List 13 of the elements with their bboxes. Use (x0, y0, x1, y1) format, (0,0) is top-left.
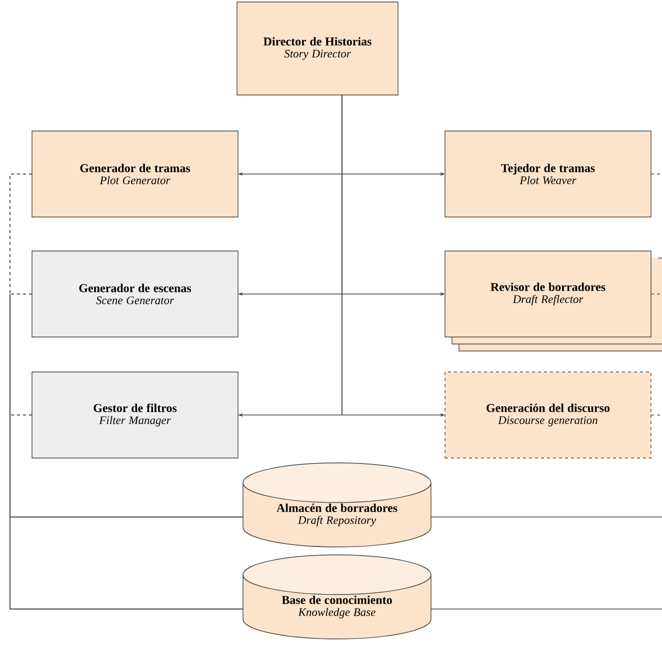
connector (430, 516, 662, 518)
connector (430, 608, 662, 610)
process-box: Generador de tramas Plot Generator (32, 130, 238, 218)
database-cylinder: Almacén de borradores Draft Repository (242, 462, 432, 548)
process-box: Generador de escenas Scene Generator (32, 250, 238, 338)
stacked-boxes: Revisor de borradores Draft Reflector (444, 250, 662, 352)
connector (10, 414, 244, 610)
process-box: Director de Historias Story Director (236, 2, 398, 96)
dashed-box: Generación del discurso Discourse generation (444, 372, 652, 458)
database-cylinder: Base de conocimiento Knowledge Base (242, 554, 432, 640)
process-box: Gestor de filtros Filter Manager (32, 372, 238, 458)
connector (650, 414, 662, 416)
process-box: Tejedor de tramas Plot Weaver (444, 130, 652, 218)
